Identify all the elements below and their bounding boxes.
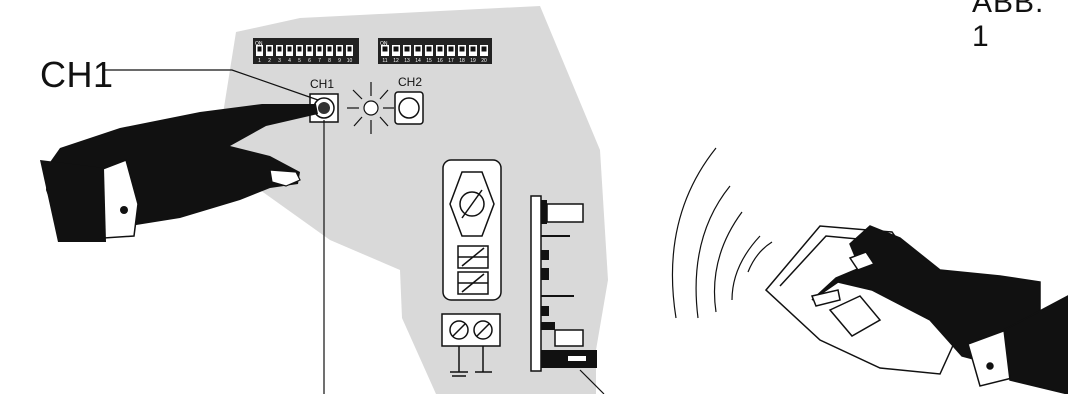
button-ch2-label: CH2 [398,75,422,89]
dip-switch-1-key-lever [338,47,342,52]
dip-switch-2-key-lever [438,47,443,52]
dip-switch-2-key-lever [471,47,476,52]
dip-switch-1-number: 10 [347,58,353,64]
dip-switch-1-key-lever [268,47,272,52]
dip-switch-2-key-lever [394,47,399,52]
dip-switch-2-number: 13 [404,58,410,64]
dip-switch-2-number: 19 [470,58,476,64]
dip-switch-1: ON 1 2 3 4 5 6 7 8 9 10 [253,38,359,64]
dip-switch-1-key-lever [258,47,262,52]
dip-switch-1-number: 9 [338,58,341,64]
figure-label: ABB. 1 [972,0,1068,54]
dip-switch-1-key-lever [318,47,322,52]
dip-switch-2: ON 11 12 13 14 15 16 17 18 19 20 [378,38,492,64]
dip-switch-2-key-lever [383,47,388,52]
dip-switch-1-key-lever [278,47,282,52]
dip-switch-2-number: 17 [448,58,454,64]
dip-switch-2-number: 12 [393,58,399,64]
dip-switch-2-key-lever [482,47,487,52]
dip-switch-2-number: 18 [459,58,465,64]
button-ch1-label: CH1 [310,77,334,91]
dip-switch-2-on-label: ON [380,41,388,47]
dip-switch-1-number: 7 [318,58,321,64]
dip-switch-2-number: 15 [426,58,432,64]
dip-switch-1-number: 2 [268,58,271,64]
dip-switch-2-key-lever [405,47,410,52]
dip-switch-1-number: 3 [278,58,281,64]
dip-switch-2-key-lever [427,47,432,52]
dip-switch-2-number: 11 [382,58,387,64]
dip-switch-2-number: 14 [415,58,421,64]
dip-switch-2-key-lever [460,47,465,52]
dip-switch-2-key-lever [416,47,421,52]
dip-switch-1-key-lever [298,47,302,52]
radio-waves-icon [672,148,772,318]
dip-switch-1-key-lever [288,47,292,52]
remote-control-hand-icon [766,226,1068,394]
dip-switch-1-key-lever [348,47,352,52]
dip-switch-1-key-lever [328,47,332,52]
dip-switch-1-number: 6 [308,58,311,64]
callout-ch1-label: CH1 [40,54,114,96]
dip-switch-2-key-lever [449,47,454,52]
dip-switch-1-on-label: ON [255,41,263,47]
relay-module [443,160,501,300]
dip-switch-1-number: 1 [258,58,261,64]
dip-switch-1-key-lever [308,47,312,52]
dip-switch-2-number: 16 [437,58,443,64]
circuit-board [222,6,608,394]
ch2-button [395,92,423,124]
dip-switch-1-number: 8 [328,58,331,64]
dip-switch-2-number: 20 [481,58,487,64]
dip-switch-1-number: 5 [298,58,301,64]
dip-switch-1-number: 4 [288,58,291,64]
